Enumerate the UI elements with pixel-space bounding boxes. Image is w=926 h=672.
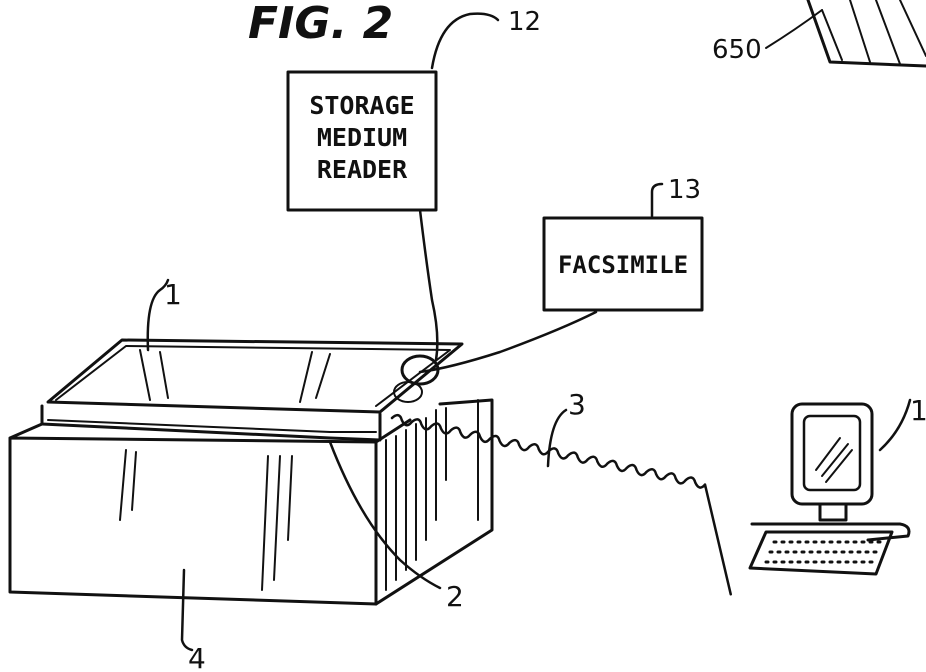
- base-ref-label: 4: [188, 642, 206, 672]
- scanner-top-leader: [146, 278, 170, 352]
- storage-connection-line: [418, 208, 439, 362]
- platen-ref-label: 2: [446, 580, 464, 613]
- cable-ref-label: 3: [568, 388, 586, 421]
- facsimile-box: FACSIMILE: [542, 216, 704, 312]
- figure-title: FIG. 2: [248, 0, 393, 49]
- base-leader: [180, 568, 194, 652]
- computer-leader: [878, 398, 912, 452]
- storage-medium-reader-box: STORAGE MEDIUM READER: [286, 70, 438, 212]
- fax-ref-label: 13: [668, 175, 701, 205]
- storage-line-3: READER: [317, 155, 408, 184]
- storage-line-2: MEDIUM: [317, 123, 407, 152]
- storage-ref-leader: [430, 12, 500, 70]
- cable-leader: [546, 408, 568, 468]
- fax-ref-leader: [650, 182, 664, 218]
- corner-ref-label: 650: [712, 35, 762, 65]
- corner-hatch-fragment: [765, 0, 926, 68]
- computer-ref-label: 1: [910, 394, 926, 427]
- coiled-cable: [390, 413, 733, 596]
- scanner-top-ref-label: 1: [164, 278, 182, 311]
- computer-terminal: [748, 402, 911, 576]
- storage-ref-label: 12: [508, 7, 541, 37]
- scanner-unit: [8, 338, 494, 606]
- fax-connection-line: [418, 310, 598, 374]
- platen-leader: [328, 440, 442, 590]
- facsimile-label: FACSIMILE: [558, 251, 688, 279]
- storage-line-1: STORAGE: [309, 91, 414, 120]
